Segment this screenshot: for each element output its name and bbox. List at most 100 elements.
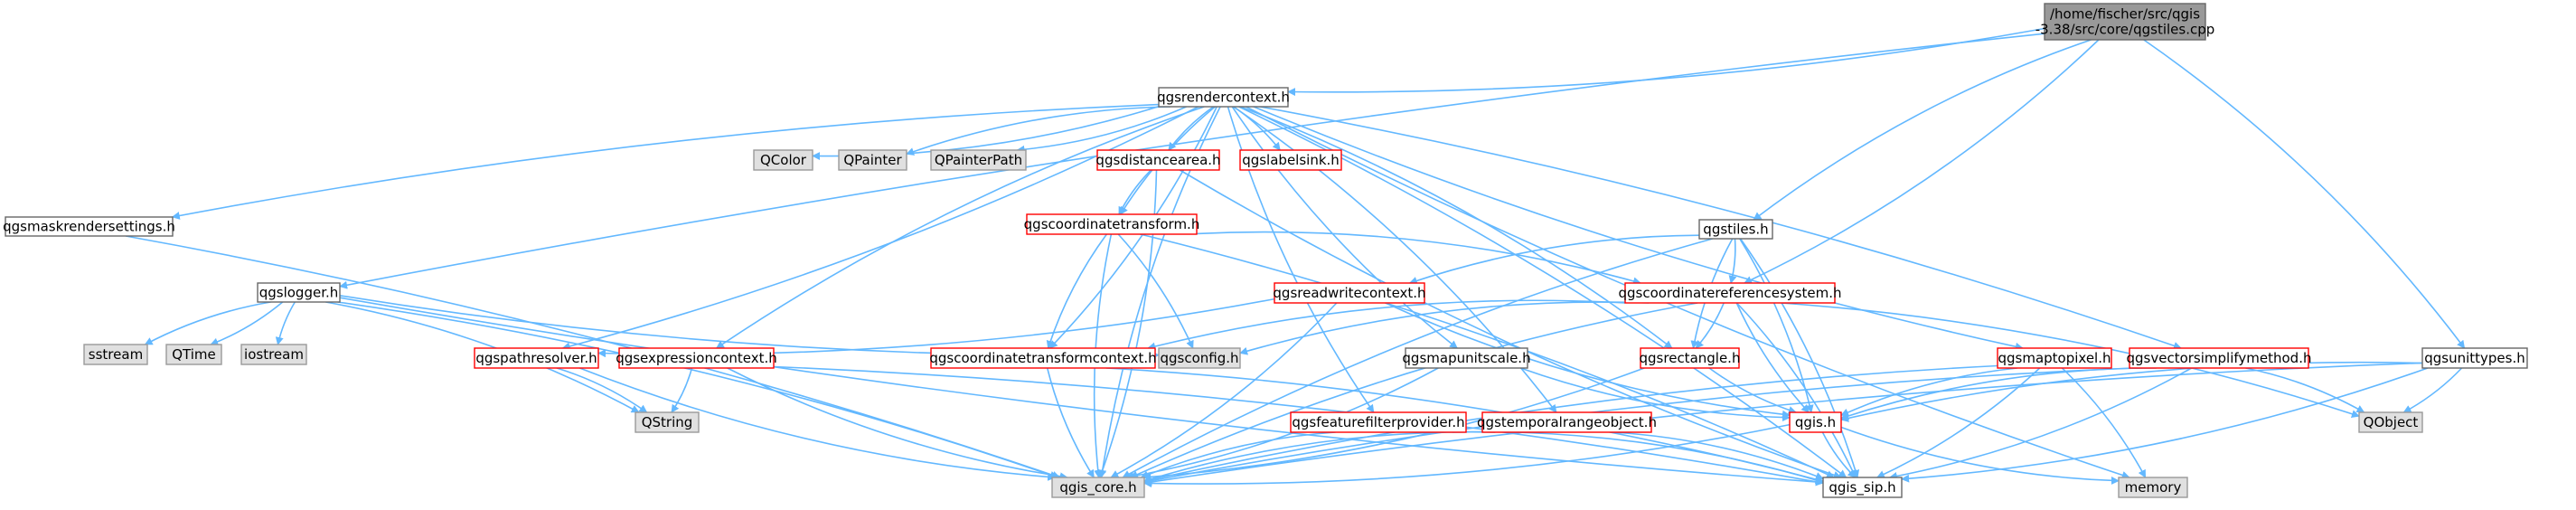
node-exprcontext[interactable]: qgsexpressioncontext.h: [616, 347, 777, 369]
node-featurefilter[interactable]: qgsfeaturefilterprovider.h: [1290, 411, 1467, 433]
edge-tiles-to-qgis: [1739, 238, 1814, 413]
edge-logger-to-sstream: [144, 301, 271, 345]
edge-pathresolver-to-qstring: [556, 367, 648, 413]
node-qpainterpath-box: [930, 149, 1027, 171]
edge-vectorsimplify-to-sip: [1888, 367, 2193, 480]
node-qcolor[interactable]: QColor: [753, 149, 813, 171]
edge-logger-to-config: [339, 295, 1160, 360]
node-maptopixel[interactable]: qgsmaptopixel.h: [1997, 347, 2112, 369]
edge-root-to-tiles: [1753, 39, 2092, 221]
node-readwrite-label: qgsreadwritecontext.h: [1273, 285, 1425, 301]
node-tiles[interactable]: qgstiles.h: [1698, 219, 1773, 240]
edge-maptopixel-to-sip: [1876, 367, 2041, 478]
node-qobject[interactable]: QObject: [2358, 411, 2423, 433]
node-pathresolver[interactable]: qgspathresolver.h: [474, 347, 599, 369]
edge-crs-to-ctcontext: [1147, 299, 1626, 351]
node-rendercontext-label: qgsrendercontext.h: [1157, 90, 1290, 106]
node-crs[interactable]: qgscoordinatereferencesystem.h: [1619, 282, 1842, 304]
node-qgis-label: qgis.h: [1795, 414, 1836, 430]
node-sip[interactable]: qgis_sip.h: [1822, 477, 1903, 498]
node-vectorsimplify[interactable]: qgsvectorsimplifymethod.h: [2127, 347, 2312, 369]
node-qstring[interactable]: QString: [635, 411, 700, 433]
node-rectangle[interactable]: qgsrectangle.h: [1640, 347, 1741, 369]
node-rectangle-label: qgsrectangle.h: [1640, 350, 1741, 366]
edge-root-to-unittypes: [2143, 39, 2466, 349]
edge-rendercontext-to-maptopixel: [1253, 106, 2024, 351]
node-qtime-label: QTime: [172, 346, 216, 363]
node-qobject-box: [2358, 411, 2423, 433]
node-ctcontext[interactable]: qgscoordinatetransformcontext.h: [929, 347, 1157, 369]
edge-vectorsimplify-to-qobject: [2245, 367, 2365, 413]
node-qtime[interactable]: QTime: [165, 344, 222, 365]
edge-logger-to-qstring: [325, 301, 640, 413]
node-sstream[interactable]: sstream: [83, 344, 148, 365]
edge-maptopixel-to-memory: [2061, 367, 2147, 478]
node-root-label: /home/fischer/src/qgis: [2050, 6, 2200, 23]
node-logger[interactable]: qgslogger.h: [257, 282, 341, 303]
edge-distancearea-to-core: [1098, 169, 1158, 478]
node-qpainter[interactable]: QPainter: [838, 149, 907, 171]
node-sip-box: [1822, 477, 1903, 498]
node-maptopixel-box: [1997, 347, 2112, 369]
node-qgis-box: [1789, 411, 1842, 433]
node-featurefilter-label: qgsfeaturefilterprovider.h: [1292, 414, 1464, 430]
edge-vectorsimplify-to-core: [1143, 367, 2133, 486]
node-ctcontext-box: [930, 347, 1156, 369]
node-coordtransform[interactable]: qgscoordinatetransform.h: [1024, 213, 1200, 235]
node-iostream[interactable]: iostream: [240, 344, 307, 365]
node-temporalrange[interactable]: qgstemporalrangeobject.h: [1477, 411, 1657, 433]
node-maskrender[interactable]: qgsmaskrendersettings.h: [3, 216, 175, 237]
node-qcolor-label: QColor: [760, 152, 807, 168]
node-core[interactable]: qgis_core.h: [1051, 477, 1145, 498]
edge-distancearea-to-coordtransform: [1118, 169, 1152, 215]
node-qpainterpath[interactable]: QPainterPath: [930, 149, 1027, 171]
node-ctcontext-label: qgscoordinatetransformcontext.h: [929, 350, 1156, 366]
node-config-label: qgsconfig.h: [1160, 350, 1238, 366]
node-qgis[interactable]: qgis.h: [1789, 411, 1842, 433]
node-root[interactable]: /home/fischer/src/qgis-3.38/src/core/qgs…: [2035, 3, 2215, 41]
edge-rectangle-to-core: [1142, 367, 1645, 481]
node-vectorsimplify-box: [2129, 347, 2309, 369]
edge-featurefilter-to-core: [1140, 431, 1336, 479]
edge-coordtransform-to-crs: [1196, 231, 1641, 286]
nodes-layer: /home/fischer/src/qgis-3.38/src/core/qgs…: [3, 3, 2528, 498]
edge-maptopixel-to-core: [1143, 364, 1998, 484]
node-unittypes[interactable]: qgsunittypes.h: [2421, 347, 2528, 369]
node-config[interactable]: qgsconfig.h: [1158, 347, 1241, 369]
node-readwrite[interactable]: qgsreadwritecontext.h: [1273, 282, 1426, 304]
node-memory[interactable]: memory: [2118, 477, 2188, 498]
edge-rendercontext-to-distancearea: [1168, 106, 1215, 151]
node-mapunitscale-box: [1405, 347, 1528, 369]
node-mapunitscale[interactable]: qgsmapunitscale.h: [1402, 347, 1531, 369]
node-qstring-box: [635, 411, 700, 433]
edge-unittypes-to-qgis: [1840, 361, 2423, 422]
node-coordtransform-label: qgscoordinatetransform.h: [1024, 216, 1200, 232]
node-pathresolver-box: [474, 347, 599, 369]
node-config-box: [1158, 347, 1241, 369]
edge-coordtransform-to-config: [1117, 233, 1194, 349]
node-crs-label: qgscoordinatereferencesystem.h: [1619, 285, 1842, 301]
node-core-label: qgis_core.h: [1059, 479, 1136, 496]
edge-tiles-to-core: [1122, 238, 1713, 478]
edge-featurefilter-to-sip: [1452, 430, 1824, 485]
node-unittypes-box: [2421, 347, 2528, 369]
node-labelsink-box: [1239, 149, 1342, 171]
node-rectangle-box: [1640, 347, 1740, 369]
node-unittypes-label: qgsunittypes.h: [2424, 350, 2525, 366]
node-coordtransform-box: [1026, 213, 1198, 235]
node-labelsink[interactable]: qgslabelsink.h: [1239, 149, 1342, 171]
node-distancearea-label: qgsdistancearea.h: [1095, 152, 1220, 168]
node-memory-label: memory: [2125, 479, 2182, 496]
node-temporalrange-box: [1481, 411, 1652, 433]
node-rendercontext-box: [1158, 87, 1289, 108]
edge-root-to-crs: [1744, 39, 2100, 284]
edge-qgis-to-memory: [1840, 426, 2120, 485]
node-temporalrange-label: qgstemporalrangeobject.h: [1477, 414, 1657, 430]
node-qobject-label: QObject: [2364, 414, 2419, 430]
node-distancearea[interactable]: qgsdistancearea.h: [1095, 149, 1221, 171]
node-rendercontext[interactable]: qgsrendercontext.h: [1157, 87, 1290, 108]
node-iostream-box: [240, 344, 307, 365]
node-maskrender-label: qgsmaskrendersettings.h: [3, 219, 175, 235]
node-logger-box: [257, 282, 341, 303]
edge-readwrite-to-pathresolver: [597, 298, 1275, 358]
